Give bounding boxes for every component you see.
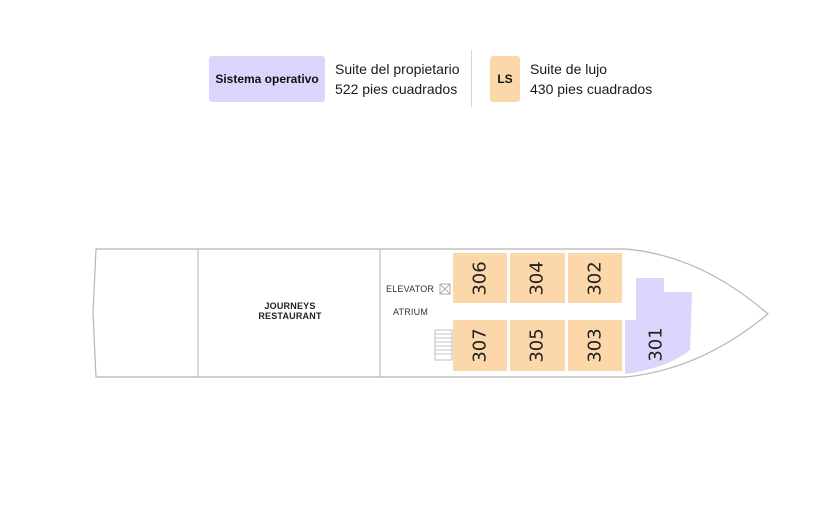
restaurant-label-line1: JOURNEYS [264, 301, 316, 311]
luxury-suite-description: Suite de lujo 430 pies cuadrados [530, 59, 652, 99]
legend: Sistema operativo Suite del propietario … [0, 0, 836, 120]
elevator-icon [439, 283, 451, 295]
restaurant-label-line2: RESTAURANT [258, 311, 322, 321]
cabin-number: 302 [584, 260, 606, 296]
luxury-suite-name: Suite de lujo [530, 61, 608, 77]
owners-suite-area [625, 278, 692, 374]
legend-divider [471, 50, 472, 107]
cabin-number: 305 [526, 328, 548, 363]
luxury-suite-size: 430 pies cuadrados [530, 81, 653, 97]
elevator-label: ELEVATOR [386, 284, 435, 294]
cabin-305[interactable]: 305 [510, 320, 565, 371]
cabin-301[interactable]: 301 [636, 322, 676, 366]
owners-suite-size: 522 pies cuadrados [335, 81, 458, 97]
owners-suite-description: Suite del propietario 522 pies cuadrados [335, 59, 460, 99]
cabin-number: 307 [469, 328, 491, 363]
cabin-number: 304 [526, 260, 548, 296]
cabin-307[interactable]: 307 [453, 320, 507, 371]
stairs-icon [434, 329, 453, 361]
cabin-306[interactable]: 306 [453, 253, 507, 303]
cabin-number: 303 [584, 328, 606, 363]
owners-suite-name: Suite del propietario [335, 61, 460, 77]
cabin-304[interactable]: 304 [510, 253, 565, 303]
atrium-label: ATRIUM [393, 307, 429, 317]
cabin-number: 306 [469, 260, 491, 296]
cabin-302[interactable]: 302 [568, 253, 622, 303]
cabin-number: 301 [645, 326, 667, 362]
luxury-suite-badge: LS [490, 56, 520, 102]
cabin-303[interactable]: 303 [568, 320, 622, 371]
owners-suite-badge: Sistema operativo [209, 56, 325, 102]
restaurant-label: JOURNEYS RESTAURANT [200, 301, 380, 321]
